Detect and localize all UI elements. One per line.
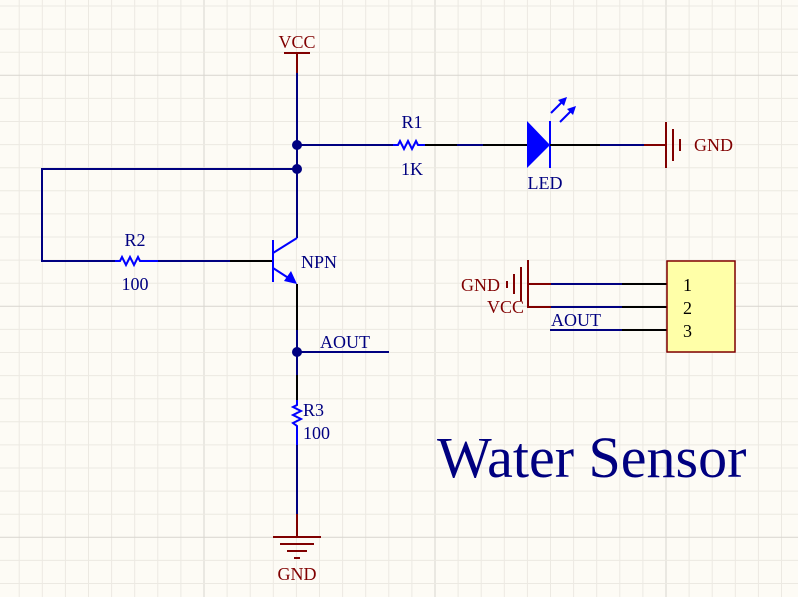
npn-designator: NPN [301,252,337,272]
resistor-r3[interactable]: R3 100 [290,400,330,445]
pin-2-number: 2 [683,298,692,318]
r1-value: 1K [401,159,423,179]
junction-dot [292,140,302,150]
junction-dot [292,347,302,357]
gnd-connector-label: GND [461,275,500,295]
npn-transistor[interactable]: NPN [272,237,337,284]
aout-connector-label: AOUT [551,310,601,330]
wire-feedback-loop[interactable] [41,168,297,262]
gnd-bottom-label: GND [278,564,317,584]
pin-3-number: 3 [683,321,692,341]
r3-value: 100 [303,423,330,443]
vcc-power-port[interactable]: VCC [278,32,316,73]
r2-value: 100 [122,274,149,294]
schematic-title: Water Sensor [437,425,746,490]
aout-net-label: AOUT [320,332,370,352]
led[interactable]: LED [527,97,576,193]
resistor-r2[interactable]: R2 100 [115,230,158,294]
led-designator: LED [528,173,563,193]
vcc-label: VCC [278,32,315,52]
gnd-led-label: GND [694,135,733,155]
connector-header[interactable]: 1 2 3 [666,260,736,353]
resistor-r1[interactable]: R1 1K [393,112,425,179]
gnd-power-port-led[interactable]: GND [644,122,733,168]
pin-1-number: 1 [683,275,692,295]
gnd-power-port-connector[interactable]: GND [461,260,551,308]
junction-dot [292,164,302,174]
r2-designator: R2 [124,230,145,250]
r3-designator: R3 [303,400,324,420]
vcc-connector-label: VCC [487,297,524,317]
vcc-power-port-connector[interactable]: VCC [487,297,551,317]
r1-designator: R1 [401,112,422,132]
gnd-power-port-bottom[interactable]: GND [273,514,321,584]
